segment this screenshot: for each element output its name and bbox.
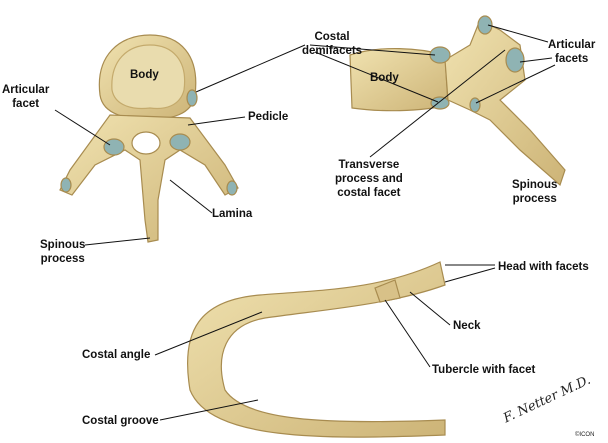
label-tubercle-with-facet: Tubercle with facet — [432, 364, 536, 376]
label-spinous-process-superior: Spinous process — [40, 238, 85, 266]
label-lamina: Lamina — [212, 208, 253, 220]
label-line: process — [512, 193, 557, 205]
label-body-lateral: Body — [370, 72, 399, 84]
label-line: Costal — [314, 31, 350, 43]
vertebra-superior-view — [59, 34, 239, 243]
label-costal-angle: Costal angle — [82, 349, 151, 361]
label-line: Spinous — [512, 179, 558, 191]
label-line: costal facet — [337, 187, 401, 199]
label-articular-facets: Articular facets — [548, 38, 595, 66]
leader-lines — [54, 24, 556, 421]
label-spinous-process-lateral: Spinous process — [512, 178, 557, 206]
label-line: Transverse — [338, 159, 400, 171]
copyright-mark: ©ICON — [575, 432, 595, 438]
label-costal-groove: Costal groove — [82, 415, 159, 427]
vertebra-lateral-view — [349, 15, 566, 187]
label-line: Articular — [548, 39, 596, 51]
label-line: Articular — [2, 84, 50, 96]
label-head-with-facets: Head with facets — [498, 261, 589, 273]
label-neck: Neck — [453, 320, 481, 332]
label-line: Spinous — [40, 239, 86, 251]
label-transverse-process: Transverse process and costal facet — [335, 158, 403, 200]
label-line: facet — [12, 98, 40, 110]
label-articular-facet: Articular facet — [2, 83, 49, 111]
label-line: process and — [335, 173, 403, 185]
label-line: demifacets — [302, 45, 363, 57]
label-costal-demifacets: Costal demifacets — [302, 30, 362, 58]
label-line: facets — [555, 53, 589, 65]
label-pedicle: Pedicle — [248, 111, 289, 123]
rib — [186, 261, 446, 438]
label-body-superior: Body — [130, 69, 159, 81]
label-line: process — [40, 253, 85, 265]
